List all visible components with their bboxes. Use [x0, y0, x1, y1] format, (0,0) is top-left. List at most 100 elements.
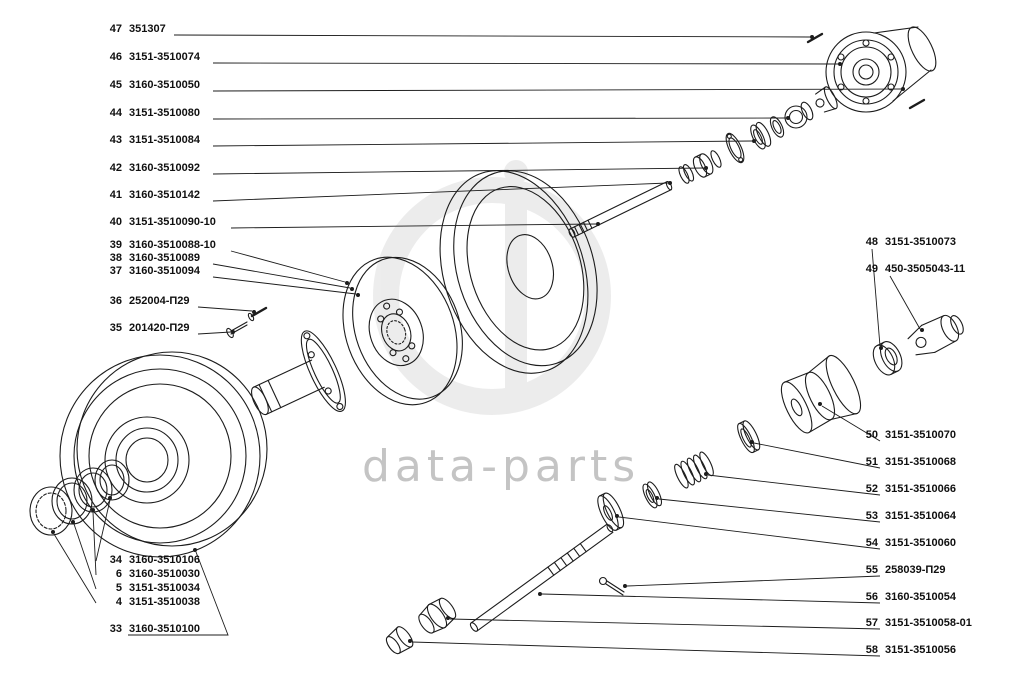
part-number: 37	[109, 265, 122, 277]
part-label-43: 43 3151-3510084	[98, 135, 200, 146]
washer-part	[642, 481, 663, 509]
part-label-55: 55 258039-П29	[854, 565, 946, 576]
pushrod-part	[469, 523, 614, 632]
part-number: 50	[865, 429, 878, 441]
part-code: 3151-3510060	[885, 537, 956, 549]
seat-plate-part	[597, 492, 625, 531]
part-number: 47	[109, 23, 122, 35]
part-code: 3151-3510038	[129, 596, 200, 608]
part-number: 51	[865, 456, 878, 468]
retainer-rings-part	[29, 459, 130, 536]
part-number: 43	[109, 134, 122, 146]
part-label-38: 38 3160-3510089	[98, 253, 200, 264]
part-code: 3151-3510080	[129, 107, 200, 119]
part-code: 3160-3510089	[129, 252, 200, 264]
part-code: 252004-П29	[129, 295, 190, 307]
part-label-57: 57 3151-3510058-01	[854, 618, 972, 629]
washer-part	[710, 150, 722, 168]
bearing-part	[750, 121, 772, 150]
locknut-part	[872, 341, 903, 376]
part-number: 6	[115, 568, 122, 580]
part-label-4: 4 3151-3510038	[98, 597, 200, 608]
drawing-parts	[29, 26, 964, 655]
part-label-50: 50 3151-3510070	[854, 430, 956, 441]
part-label-49: 49 450-3505043-11	[854, 264, 965, 275]
part-number: 49	[865, 263, 878, 275]
part-number: 34	[109, 554, 122, 566]
washer-part	[678, 164, 695, 184]
part-code: 201420-П29	[129, 322, 190, 334]
part-code: 3151-3510066	[885, 483, 956, 495]
part-label-53: 53 3151-3510064	[854, 511, 956, 522]
part-label-35: 35 201420-П29	[98, 323, 190, 334]
thrust-washer-part	[737, 420, 761, 454]
part-number: 5	[115, 582, 122, 594]
watermark-text: data-parts	[362, 441, 640, 492]
part-code: 351307	[129, 23, 166, 35]
part-number: 44	[109, 107, 122, 119]
part-code: 3160-3510142	[129, 189, 200, 201]
part-code: 258039-П29	[885, 564, 946, 576]
cotter-pin-part	[598, 576, 625, 596]
part-label-47: 47 351307	[98, 24, 166, 35]
yoke-part	[815, 86, 838, 113]
mount-bolt-part	[806, 32, 926, 110]
part-number: 33	[109, 623, 122, 635]
part-label-34: 34 3160-3510106	[98, 555, 200, 566]
part-code: 3160-3510094	[129, 265, 200, 277]
part-number: 40	[109, 216, 122, 228]
nut-part	[692, 153, 714, 178]
backing-plate-part	[439, 170, 598, 374]
part-code: 3151-3510058-01	[885, 617, 972, 629]
adjuster-part	[418, 597, 457, 634]
part-code: 3151-3510070	[885, 429, 956, 441]
part-code: 3160-3510088-10	[129, 239, 216, 251]
cv-joint-part	[784, 101, 814, 129]
part-number: 55	[865, 564, 878, 576]
part-number: 39	[109, 239, 122, 251]
spring-part	[674, 451, 714, 489]
diaphragm-plate-part	[342, 256, 463, 406]
part-number: 4	[115, 596, 122, 608]
part-code: 3160-3510106	[129, 554, 200, 566]
part-code: 3160-3510054	[885, 591, 956, 603]
leader-lines	[53, 34, 921, 657]
part-number: 53	[865, 510, 878, 522]
part-code: 3151-3510073	[885, 236, 956, 248]
part-code: 3160-3510030	[129, 568, 200, 580]
end-cap-part	[385, 626, 414, 655]
flange-hub-part	[825, 26, 937, 113]
part-code: 3151-3510084	[129, 134, 200, 146]
part-code: 3151-3510064	[885, 510, 956, 522]
part-number: 38	[109, 252, 122, 264]
part-code: 3160-3510100	[129, 623, 200, 635]
part-label-44: 44 3151-3510080	[98, 108, 200, 119]
part-label-39: 39 3160-3510088-10	[98, 240, 216, 251]
part-label-6: 6 3160-3510030	[98, 569, 200, 580]
part-number: 35	[109, 322, 122, 334]
flange-washer-part	[725, 132, 745, 164]
part-code: 450-3505043-11	[885, 263, 966, 275]
pushrod-fork-part	[907, 314, 964, 356]
part-label-37: 37 3160-3510094	[98, 266, 200, 277]
spool-part	[780, 354, 862, 434]
part-number: 57	[865, 617, 878, 629]
leader-end-markers	[51, 35, 924, 643]
part-number: 46	[109, 51, 122, 63]
part-code: 3151-3510068	[885, 456, 956, 468]
part-code: 3160-3510092	[129, 162, 200, 174]
bolt-part	[226, 321, 248, 339]
part-number: 45	[109, 79, 122, 91]
